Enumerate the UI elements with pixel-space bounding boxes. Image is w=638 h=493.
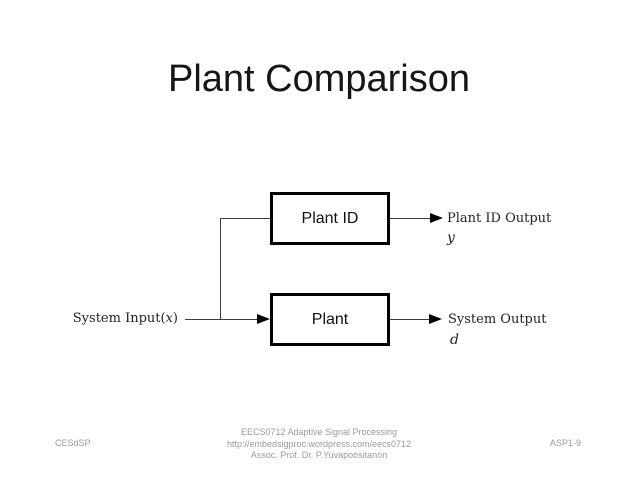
footer-author: Assoc. Prof. Dr. P.Yuvapoositanon <box>250 450 388 460</box>
footer-course-url: http://embedsigproc.wordpress.com/eecs07… <box>226 438 412 449</box>
footer-center-block: EECS0712 Adaptive Signal Processing http… <box>0 427 638 462</box>
system-output-label: System Output <box>448 312 547 327</box>
input-x-symbol: x <box>165 311 173 326</box>
input-arrowhead-icon <box>257 314 270 324</box>
branch-horizontal-line <box>220 218 270 219</box>
system-output-arrowhead-icon <box>429 314 442 324</box>
plant-id-box-label: Plant ID <box>301 209 359 227</box>
plant-id-output-line <box>390 218 431 219</box>
footer-left-label: CESdSP <box>55 438 91 448</box>
plant-box-label: Plant <box>311 310 349 328</box>
footer-slide-number: ASP1-9 <box>549 438 581 448</box>
plant-box: Plant <box>270 293 390 346</box>
system-output-line <box>390 319 430 320</box>
slide-title: Plant Comparison <box>167 58 471 100</box>
system-output-symbol: d <box>450 332 459 348</box>
system-input-label: System Input(x) <box>72 311 178 326</box>
input-line <box>185 319 258 320</box>
plant-id-output-label: Plant ID Output <box>447 211 552 226</box>
plant-id-output-symbol: y <box>447 230 455 246</box>
branch-vertical-line <box>220 218 221 319</box>
plant-id-output-arrowhead-icon <box>430 213 443 223</box>
footer-course-title: EECS0712 Adaptive Signal Processing <box>240 427 398 437</box>
plant-id-box: Plant ID <box>270 192 390 245</box>
